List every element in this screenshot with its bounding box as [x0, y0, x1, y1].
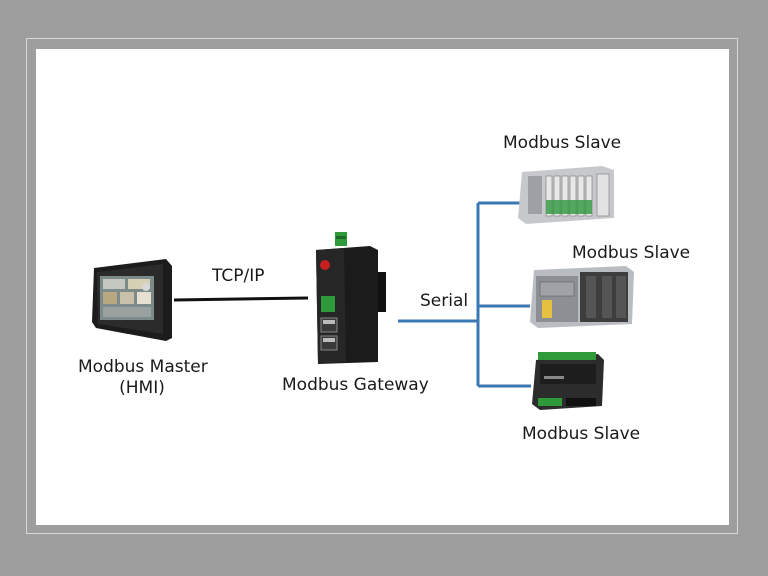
slave-label-2: Modbus Slave [572, 243, 691, 263]
slave-label-3: Modbus Slave [522, 424, 641, 444]
plc-rack-icon [518, 166, 614, 224]
slave-label-1: Modbus Slave [503, 133, 622, 153]
tcp-ip-link [173, 296, 309, 302]
serial-label: Serial [420, 291, 469, 311]
din-rail-controller-icon [532, 352, 604, 410]
tcp-ip-label: TCP/IP [212, 266, 265, 286]
master-label-line1: Modbus Master [78, 357, 208, 377]
gateway-label: Modbus Gateway [282, 375, 429, 395]
serial-bus [398, 201, 531, 388]
io-module-icon [530, 266, 634, 328]
master-label-line2: (HMI) [119, 378, 165, 398]
master-label: Modbus Master (HMI) [78, 357, 208, 399]
outer-frame [26, 38, 738, 534]
gateway-device-icon [316, 232, 386, 364]
hmi-touchscreen-icon [92, 259, 172, 341]
